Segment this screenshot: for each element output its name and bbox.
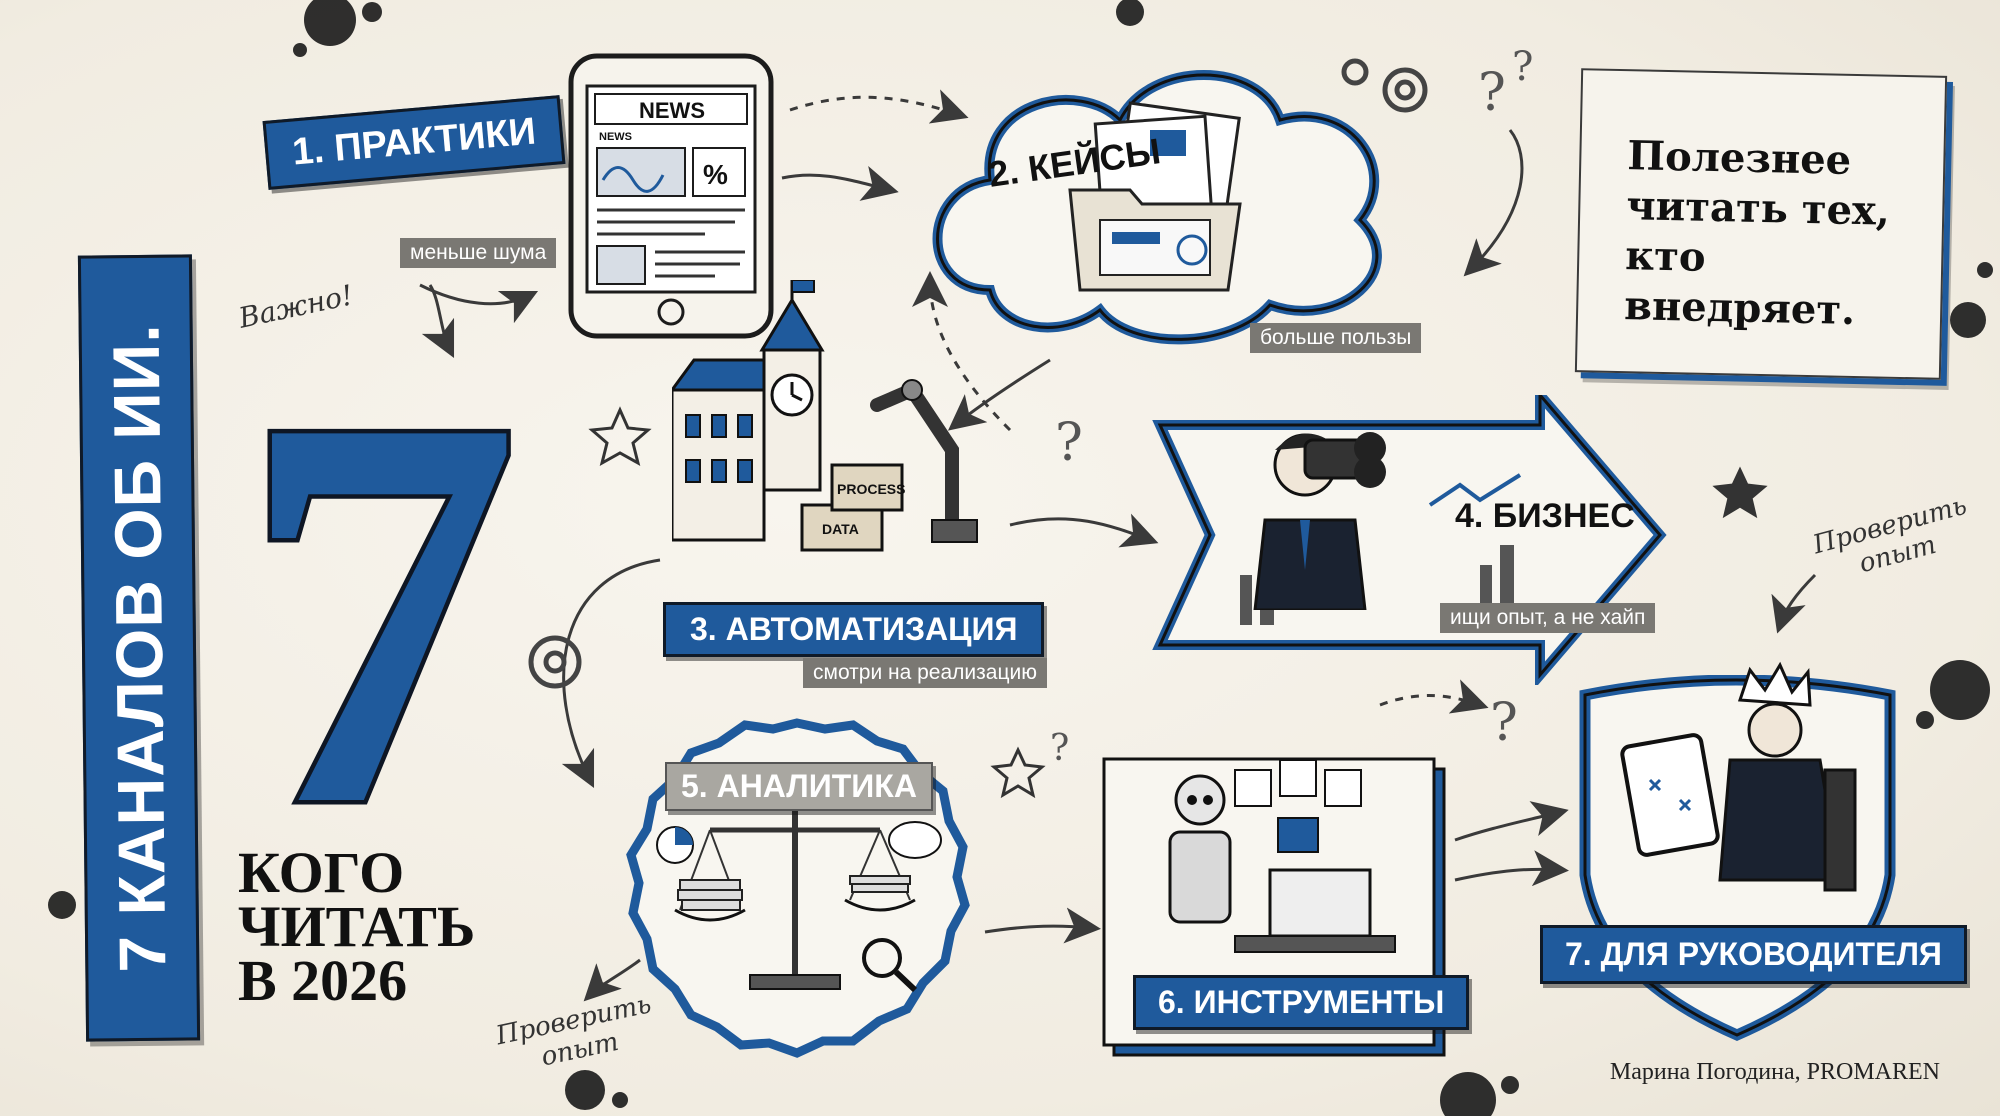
svg-text:?: ? [1050, 728, 1069, 769]
author-credit: Марина Погодина, PROMAREN [1609, 1059, 1940, 1085]
question-marks: ?? ??? [1050, 44, 1533, 769]
phone-percent: % [703, 159, 728, 190]
quote-text: Полезнее читать тех, кто внедряет. [1624, 131, 1892, 336]
quote-line: читать тех, [1625, 182, 1891, 235]
process-box-label: PROCESS [837, 481, 905, 497]
big-number-seven: 7 [236, 390, 525, 810]
quote-note-card: Полезнее читать тех, кто внедряет. [1574, 68, 1948, 380]
step-6-label: 6. ИНСТРУМЕНТЫ [1133, 975, 1470, 1030]
svg-text:?: ? [1478, 63, 1506, 123]
step-1-tag: меньше шума [400, 238, 557, 268]
step-2-tag: больше пользы [1250, 323, 1422, 353]
quote-line: Полезнее [1626, 132, 1852, 184]
quote-line: внедряет. [1623, 282, 1856, 334]
subtitle-block: КОГО ЧИТАТЬ В 2026 [238, 840, 476, 1013]
star-icons [588, 406, 1768, 799]
businessman-binoculars-icon [1253, 432, 1386, 610]
phone-news-icon: NEWS NEWS % [568, 53, 774, 339]
factory-robot-arm-icon: PROCESS DATA [672, 280, 978, 552]
step-3-tag: смотри на реализацию [803, 658, 1047, 688]
phone-subheadline: NEWS [599, 131, 632, 143]
leader-crown-shield-icon [1620, 661, 1857, 892]
scales-analytics-icon [656, 810, 942, 993]
step-5-label: 5. АНАЛИТИКА [665, 762, 933, 811]
svg-text:?: ? [1512, 44, 1533, 90]
step-7-label: 7. ДЛЯ РУКОВОДИТЕЛЯ [1540, 925, 1967, 984]
subtitle-line: В 2026 [238, 948, 408, 1013]
vertical-title-bar: 7 КАНАЛОВ ОБ ИИ. [77, 254, 201, 1042]
svg-text:?: ? [1490, 693, 1518, 753]
connector-arrows [419, 89, 1817, 1002]
folder-documents-icon [1068, 101, 1242, 292]
ink-splatter [48, 0, 1993, 1116]
step-4-label: 4. БИЗНЕС [1455, 497, 1635, 535]
subtitle-line: КОГО [238, 840, 405, 905]
phone-headline: NEWS [639, 98, 705, 123]
step-3-label: 3. АВТОМАТИЗАЦИЯ [663, 602, 1045, 657]
big-number: 7 [240, 390, 520, 810]
data-box-label: DATA [822, 521, 859, 537]
vertical-title: 7 КАНАЛОВ ОБ ИИ. [98, 323, 180, 973]
robot-computer-icon [1168, 760, 1396, 953]
svg-text:?: ? [1055, 413, 1083, 473]
gear-icons [528, 58, 1428, 689]
subtitle-line: ЧИТАТЬ [238, 894, 476, 959]
quote-line: кто [1624, 232, 1707, 281]
step-4-tag: ищи опыт, а не хайп [1440, 603, 1656, 633]
